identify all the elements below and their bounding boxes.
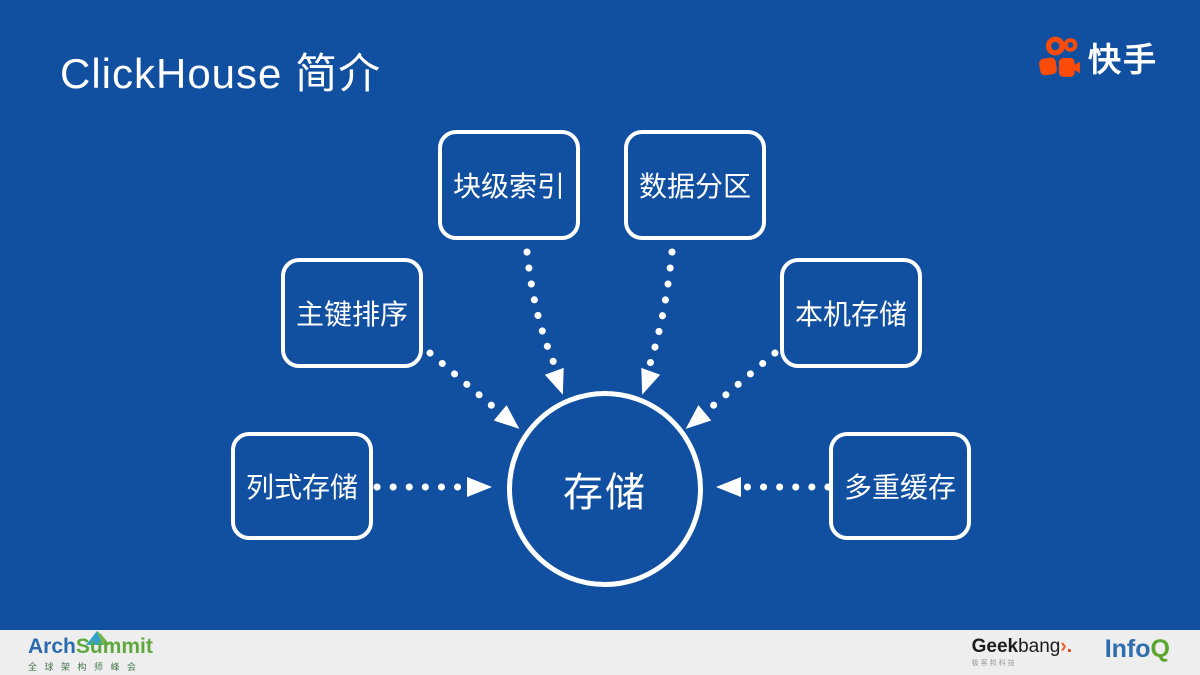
archsummit-mountain-icon — [86, 631, 110, 645]
arrow-block-index — [523, 248, 561, 374]
geekbang-logo: Geekbang›. 极客邦科技 — [972, 637, 1072, 668]
center-label: 存储 — [563, 471, 647, 515]
arrow-local-storage — [704, 349, 779, 414]
node-label: 多重缓存 — [843, 472, 956, 503]
footer-bar: ArchSummit 全球架构师峰会 Geekbang›. 极客邦科技 Info… — [0, 630, 1200, 675]
node-data-partition: 数据分区 — [624, 130, 766, 240]
center-storage-circle: 存储 — [507, 391, 703, 587]
geekbang-subtitle: 极客邦科技 — [971, 660, 1017, 667]
arrow-data-partition — [644, 248, 676, 374]
geekbang-bang-text: bang — [1018, 636, 1061, 657]
kuaishou-logo: 快手 — [1036, 33, 1158, 81]
node-label: 本机存储 — [794, 299, 907, 330]
kuaishou-camera-icon — [1039, 36, 1080, 77]
node-block-index: 块级索引 — [438, 130, 580, 240]
geekbang-wordmark: Geekbang›. — [972, 637, 1072, 657]
geekbang-dot-icon: . — [1066, 636, 1072, 657]
archsummit-logo: ArchSummit 全球架构师峰会 — [28, 631, 168, 673]
infoq-q-text: Q — [1150, 635, 1170, 663]
archsummit-arch-text: Arch — [28, 635, 76, 658]
geekbang-chevron-icon: › — [1060, 636, 1067, 657]
node-label: 块级索引 — [452, 171, 565, 202]
node-label: 数据分区 — [638, 171, 751, 202]
archsummit-wordmark: ArchSummit — [28, 633, 168, 659]
archsummit-summit-text: Summit — [75, 635, 153, 658]
arrow-primary-key-sort — [426, 349, 501, 414]
arrowhead-icon — [493, 405, 520, 429]
node-primary-key-sort: 主键排序 — [281, 258, 423, 368]
node-label: 主键排序 — [295, 299, 408, 330]
node-multi-cache: 多重缓存 — [829, 432, 971, 540]
node-label: 列式存储 — [245, 472, 358, 503]
arrowhead-icon — [716, 477, 741, 497]
arrowhead-icon — [467, 477, 492, 497]
arrowhead-icon — [544, 367, 564, 395]
infoq-logo: InfoQ — [1105, 636, 1170, 662]
node-local-storage: 本机存储 — [780, 258, 922, 368]
geekbang-geek-text: Geek — [971, 636, 1019, 657]
arrowhead-icon — [641, 367, 661, 395]
kuaishou-wordmark: 快手 — [1088, 41, 1158, 78]
page-title: ClickHouse 简介 — [60, 50, 382, 97]
infoq-info-text: Info — [1104, 635, 1151, 663]
archsummit-subtitle: 全球架构师峰会 — [28, 662, 144, 672]
node-columnar-storage: 列式存储 — [231, 432, 373, 540]
